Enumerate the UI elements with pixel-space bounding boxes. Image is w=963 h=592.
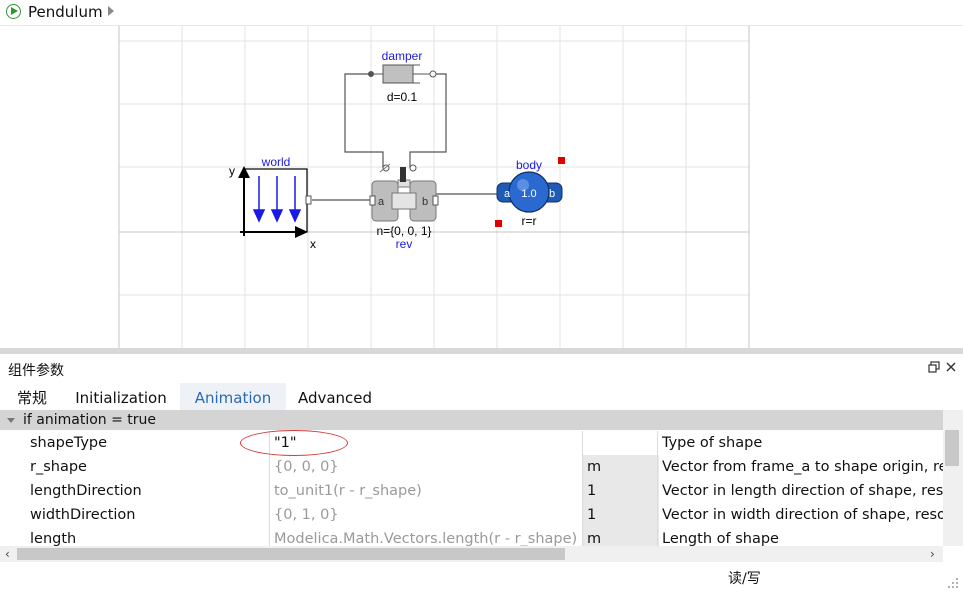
param-unit xyxy=(582,431,659,455)
param-description: Vector from frame_a to shape origin, re xyxy=(657,455,943,479)
table-row[interactable]: shapeType "1" Type of shape xyxy=(0,431,943,456)
param-unit[interactable]: m xyxy=(582,455,659,479)
table-row[interactable]: lengthDirection to_unit1(r - r_shape) 1 … xyxy=(0,479,943,504)
vertical-scrollbar[interactable] xyxy=(943,410,963,546)
model-title-bar: Pendulum xyxy=(0,0,963,26)
param-value-input[interactable]: "1" xyxy=(269,431,584,455)
table-row[interactable]: widthDirection {0, 1, 0} 1 Vector in wid… xyxy=(0,503,943,528)
diagram-svg[interactable]: world y x damper d=0.1 a b xyxy=(0,26,963,348)
body-param: r=r xyxy=(522,214,537,228)
damper-component[interactable] xyxy=(368,64,437,84)
world-label: world xyxy=(261,155,291,169)
param-description: Length of shape xyxy=(657,527,943,546)
selection-handle[interactable] xyxy=(558,157,565,164)
tab-animation[interactable]: Animation xyxy=(180,383,286,410)
restore-icon[interactable] xyxy=(927,361,941,375)
world-component[interactable] xyxy=(238,166,312,238)
body-mass-label: 1.0 xyxy=(521,188,536,200)
rev-label: rev xyxy=(396,237,413,251)
param-unit: 1 xyxy=(582,479,659,503)
param-description: Type of shape xyxy=(657,431,943,455)
chevron-down-icon[interactable] xyxy=(7,418,15,423)
param-name: length xyxy=(30,531,77,546)
panel-title: 组件参数 xyxy=(8,363,64,379)
body-port-b-label: b xyxy=(549,188,555,200)
param-name: shapeType xyxy=(30,435,108,451)
damper-param: d=0.1 xyxy=(387,90,418,104)
body-component[interactable]: a 1.0 b xyxy=(496,171,563,213)
parameter-table: shapeType "1" Type of shape r_shape {0, … xyxy=(0,431,943,546)
param-name: r_shape xyxy=(30,459,87,475)
revolute-joint-component[interactable]: a b xyxy=(369,163,439,222)
selection-handle[interactable] xyxy=(495,220,502,227)
param-unit: 1 xyxy=(582,503,659,527)
panel-splitter[interactable] xyxy=(0,348,963,354)
horizontal-scrollbar[interactable]: ‹ › xyxy=(0,546,943,562)
param-description: Vector in width direction of shape, reso xyxy=(657,503,943,527)
chevron-right-icon[interactable] xyxy=(108,6,114,16)
param-name: widthDirection xyxy=(30,507,136,523)
rev-port-a-label: a xyxy=(378,196,385,208)
body-port-a-label: a xyxy=(504,188,511,200)
world-axis-y-label: y xyxy=(229,164,235,178)
close-icon[interactable] xyxy=(944,361,958,375)
param-description: Vector in length direction of shape, res xyxy=(657,479,943,503)
group-label: if animation = true xyxy=(23,412,157,428)
param-name: lengthDirection xyxy=(30,483,142,499)
horizontal-scroll-thumb[interactable] xyxy=(17,548,565,560)
param-value-input[interactable]: Modelica.Math.Vectors.length(r - r_shape… xyxy=(269,527,584,546)
param-value-input[interactable]: {0, 0, 0} xyxy=(269,455,584,479)
damper-label: damper xyxy=(382,49,423,63)
resize-grip-icon[interactable] xyxy=(946,576,960,590)
table-row[interactable]: r_shape {0, 0, 0} m Vector from frame_a … xyxy=(0,455,943,480)
rev-param: n={0, 0, 1} xyxy=(376,224,431,238)
diagram-canvas[interactable]: world y x damper d=0.1 a b xyxy=(0,26,963,348)
rev-port-b-label: b xyxy=(422,196,428,208)
read-write-status: 读/写 xyxy=(728,571,761,587)
tab-initialization[interactable]: Initialization xyxy=(75,389,167,407)
tab-general[interactable]: 常规 xyxy=(16,389,47,407)
connection-lines xyxy=(312,73,500,201)
parameter-group-header[interactable]: if animation = true xyxy=(0,410,943,430)
param-value-input[interactable]: {0, 1, 0} xyxy=(269,503,584,527)
status-bar: 读/写 xyxy=(0,562,963,592)
vertical-scroll-thumb[interactable] xyxy=(945,430,959,466)
chevron-left-icon[interactable]: ‹ xyxy=(5,547,10,561)
chevron-right-icon[interactable]: › xyxy=(930,547,935,561)
world-axis-x-label: x xyxy=(310,237,316,251)
parameter-panel-header: 组件参数 xyxy=(0,354,963,382)
tab-advanced[interactable]: Advanced xyxy=(297,389,373,407)
model-title: Pendulum xyxy=(28,3,103,21)
table-row[interactable]: length Modelica.Math.Vectors.length(r - … xyxy=(0,527,943,546)
body-label: body xyxy=(516,158,542,172)
param-value-input[interactable]: to_unit1(r - r_shape) xyxy=(269,479,584,503)
play-icon[interactable] xyxy=(6,4,21,19)
parameter-tabs: 常规 Initialization Animation Advanced xyxy=(0,383,963,410)
param-unit[interactable]: m xyxy=(582,527,659,546)
